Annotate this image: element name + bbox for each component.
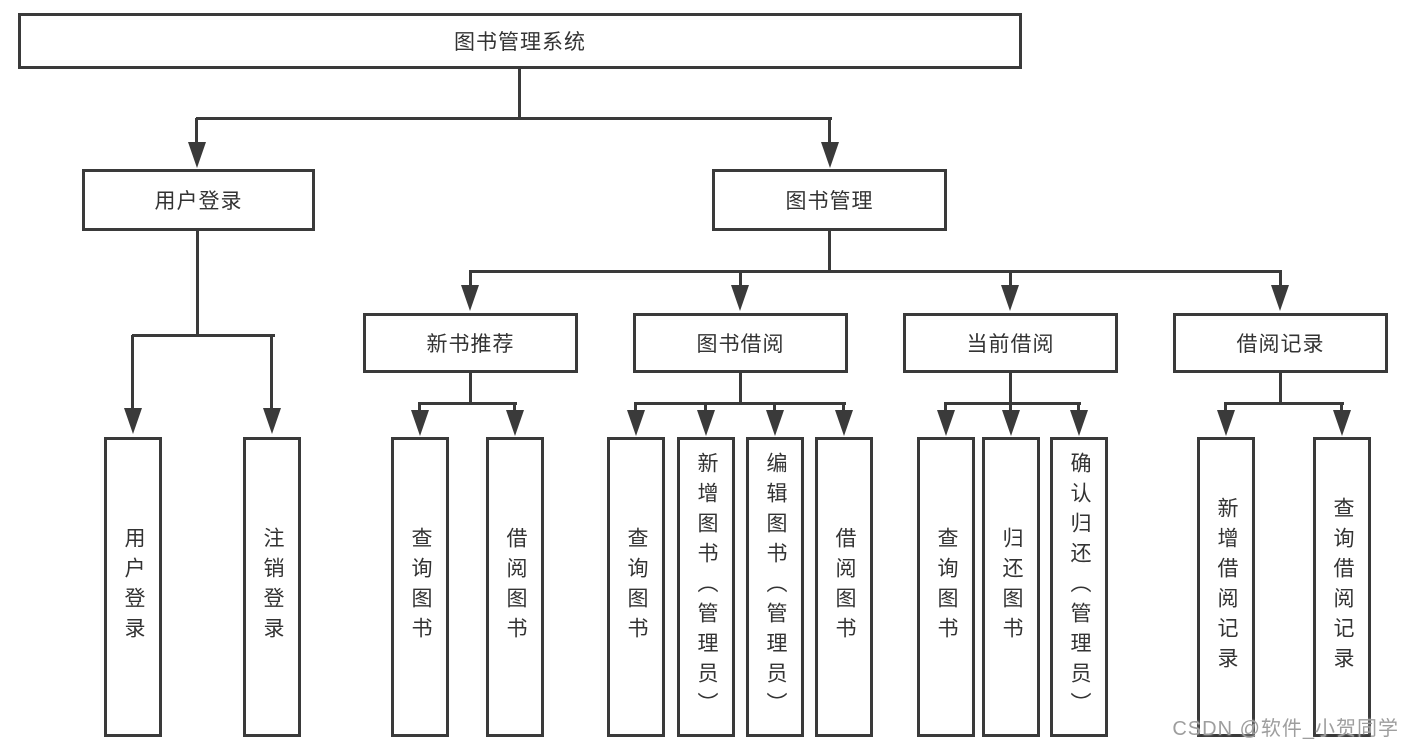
connector-line bbox=[418, 402, 517, 405]
arrowhead-down-icon bbox=[766, 410, 784, 436]
connector-line bbox=[1009, 404, 1012, 412]
connector-line bbox=[634, 404, 637, 412]
connector-line bbox=[1279, 372, 1282, 405]
connector-line bbox=[1224, 402, 1344, 405]
connector-line bbox=[944, 404, 947, 412]
connector-line bbox=[634, 402, 846, 405]
leaf-add-borrow-record: 新增借阅记录 bbox=[1197, 437, 1255, 737]
node-new-book-recommend: 新书推荐 bbox=[363, 313, 578, 373]
connector-line bbox=[1224, 404, 1227, 412]
arrowhead-down-icon bbox=[461, 285, 479, 311]
arrowhead-down-icon bbox=[506, 410, 524, 436]
node-user-login: 用户登录 bbox=[82, 169, 315, 231]
leaf-query-books-recommend: 查询图书 bbox=[391, 437, 449, 737]
node-label: 新书推荐 bbox=[426, 333, 515, 356]
connector-line bbox=[828, 230, 831, 273]
arrowhead-down-icon bbox=[124, 408, 142, 434]
arrowhead-down-icon bbox=[697, 410, 715, 436]
arrowhead-down-icon bbox=[627, 410, 645, 436]
connector-line bbox=[270, 335, 273, 410]
arrowhead-down-icon bbox=[821, 142, 839, 168]
connector-line bbox=[739, 372, 742, 405]
connector-line bbox=[518, 68, 521, 119]
arrowhead-down-icon bbox=[1271, 285, 1289, 311]
leaf-label: 查询图书 bbox=[409, 527, 432, 647]
leaf-label: 用户登录 bbox=[122, 527, 145, 647]
leaf-add-books-admin: 新增图书（管理员） bbox=[677, 437, 735, 737]
connector-line bbox=[1279, 271, 1282, 287]
connector-line bbox=[1009, 271, 1012, 287]
leaf-label: 查询图书 bbox=[625, 527, 648, 647]
leaf-query-books-borrow: 查询图书 bbox=[607, 437, 665, 737]
arrowhead-down-icon bbox=[263, 408, 281, 434]
connector-line bbox=[1009, 372, 1012, 405]
node-label: 图书借阅 bbox=[696, 333, 785, 356]
arrowhead-down-icon bbox=[1001, 285, 1019, 311]
node-library-system: 图书管理系统 bbox=[18, 13, 1022, 69]
node-book-management: 图书管理 bbox=[712, 169, 947, 231]
leaf-label: 编辑图书（管理员） bbox=[764, 452, 787, 722]
connector-line bbox=[469, 271, 472, 287]
leaf-borrow-books-recommend: 借阅图书 bbox=[486, 437, 544, 737]
node-label: 图书管理系统 bbox=[454, 31, 586, 54]
connector-line bbox=[704, 404, 707, 412]
leaf-query-books-current: 查询图书 bbox=[917, 437, 975, 737]
connector-line bbox=[469, 372, 472, 405]
connector-line bbox=[418, 404, 421, 412]
node-current-borrow: 当前借阅 bbox=[903, 313, 1118, 373]
leaf-logout: 注销登录 bbox=[243, 437, 301, 737]
node-label: 用户登录 bbox=[154, 190, 243, 213]
connector-line bbox=[739, 271, 742, 287]
leaf-label: 查询借阅记录 bbox=[1331, 497, 1354, 677]
connector-line bbox=[469, 270, 1282, 273]
connector-line bbox=[828, 118, 831, 144]
leaf-user-login: 用户登录 bbox=[104, 437, 162, 737]
connector-line bbox=[1340, 404, 1343, 412]
arrowhead-down-icon bbox=[835, 410, 853, 436]
connector-line bbox=[196, 230, 199, 337]
connector-line bbox=[944, 402, 1081, 405]
leaf-label: 确认归还（管理员） bbox=[1068, 452, 1091, 722]
connector-line bbox=[131, 335, 134, 410]
connector-line bbox=[195, 118, 198, 144]
leaf-label: 新增图书（管理员） bbox=[695, 452, 718, 722]
connector-line bbox=[1077, 404, 1080, 412]
leaf-borrow-books: 借阅图书 bbox=[815, 437, 873, 737]
arrowhead-down-icon bbox=[1002, 410, 1020, 436]
leaf-label: 归还图书 bbox=[1000, 527, 1023, 647]
node-label: 当前借阅 bbox=[966, 333, 1055, 356]
arrowhead-down-icon bbox=[1217, 410, 1235, 436]
connector-line bbox=[773, 404, 776, 412]
arrowhead-down-icon bbox=[731, 285, 749, 311]
node-label: 借阅记录 bbox=[1236, 333, 1325, 356]
leaf-label: 查询图书 bbox=[935, 527, 958, 647]
connector-line bbox=[132, 334, 275, 337]
connector-line bbox=[196, 117, 832, 120]
node-borrow-records: 借阅记录 bbox=[1173, 313, 1388, 373]
leaf-query-borrow-record: 查询借阅记录 bbox=[1313, 437, 1371, 737]
watermark: CSDN @软件_小贺同学 bbox=[1172, 718, 1399, 740]
node-label: 图书管理 bbox=[785, 190, 874, 213]
leaf-label: 注销登录 bbox=[261, 527, 284, 647]
arrowhead-down-icon bbox=[937, 410, 955, 436]
connector-line bbox=[842, 404, 845, 412]
arrowhead-down-icon bbox=[1070, 410, 1088, 436]
leaf-label: 借阅图书 bbox=[833, 527, 856, 647]
arrowhead-down-icon bbox=[411, 410, 429, 436]
leaf-return-books: 归还图书 bbox=[982, 437, 1040, 737]
node-book-borrow: 图书借阅 bbox=[633, 313, 848, 373]
connector-line bbox=[513, 404, 516, 412]
leaf-confirm-return-admin: 确认归还（管理员） bbox=[1050, 437, 1108, 737]
arrowhead-down-icon bbox=[188, 142, 206, 168]
leaf-label: 借阅图书 bbox=[504, 527, 527, 647]
leaf-edit-books-admin: 编辑图书（管理员） bbox=[746, 437, 804, 737]
arrowhead-down-icon bbox=[1333, 410, 1351, 436]
leaf-label: 新增借阅记录 bbox=[1215, 497, 1238, 677]
